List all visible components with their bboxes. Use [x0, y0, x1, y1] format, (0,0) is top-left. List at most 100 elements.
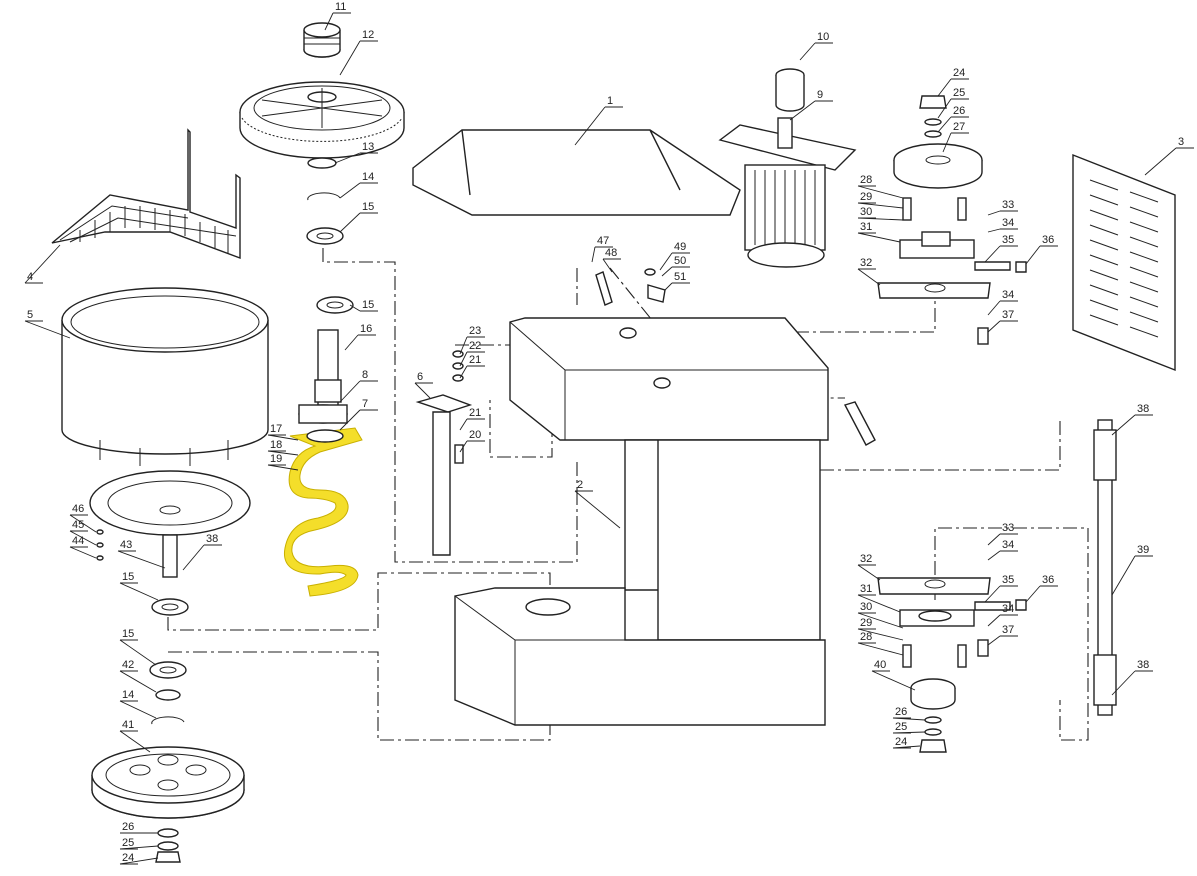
part-number-label: 49 — [674, 241, 686, 253]
leader-line — [984, 585, 1018, 603]
part-number-label: 32 — [860, 553, 872, 565]
part-number-label: 32 — [860, 257, 872, 269]
leader-line — [459, 418, 485, 431]
part-number-label: 39 — [1137, 544, 1149, 556]
part-number-label: 23 — [469, 325, 481, 337]
part-number-label: 15 — [122, 628, 134, 640]
small-fittings-part — [595, 268, 876, 446]
part-number-label: 36 — [1042, 574, 1054, 586]
leader-line — [69, 514, 97, 533]
part-number-label: 13 — [362, 141, 374, 153]
leader-line — [857, 202, 904, 209]
long-shaft-part — [1093, 419, 1117, 716]
part-number-label: 15 — [122, 571, 134, 583]
leader-line — [857, 628, 904, 641]
part-number-label: 3 — [1178, 136, 1184, 148]
part-number-label: 8 — [362, 369, 368, 381]
part-number-label: 47 — [597, 235, 609, 247]
leader-line — [69, 530, 97, 546]
part-number-label: 12 — [362, 29, 374, 41]
part-number-label: 15 — [362, 201, 374, 213]
machine-frame-part — [454, 317, 829, 726]
small-pulley-part — [303, 22, 341, 58]
leader-line — [937, 78, 969, 97]
part-number-label: 26 — [953, 105, 965, 117]
part-number-label: 24 — [122, 852, 134, 864]
part-number-label: 25 — [122, 837, 134, 849]
part-number-label: 9 — [817, 89, 823, 101]
leader-line — [1025, 245, 1058, 265]
leader-line — [182, 544, 222, 571]
part-number-label: 45 — [72, 519, 84, 531]
part-number-label: 2 — [577, 479, 583, 491]
circlip-part — [307, 192, 341, 201]
leader-line — [349, 304, 378, 312]
lower-bearing-stack-part — [149, 661, 187, 863]
leader-line — [987, 550, 1018, 561]
leader-line — [987, 300, 1018, 316]
part-number-label: 21 — [469, 354, 481, 366]
leader-line — [659, 252, 690, 271]
leader-line — [459, 365, 485, 379]
part-number-label: 14 — [122, 689, 134, 701]
leader-line — [602, 258, 621, 273]
part-number-label: 14 — [362, 171, 374, 183]
part-number-label: 33 — [1002, 522, 1014, 534]
spiral-dough-hook-part[interactable] — [283, 427, 363, 597]
part-number-label: 11 — [335, 1, 346, 13]
leader-line — [664, 282, 690, 291]
part-number-label: 25 — [895, 721, 907, 733]
part-number-label: 34 — [1002, 539, 1014, 551]
leader-line — [591, 246, 613, 263]
leader-line — [857, 564, 881, 581]
leader-line — [117, 550, 166, 569]
part-number-label: 44 — [72, 535, 84, 547]
part-number-label: 15 — [362, 299, 374, 311]
leader-line — [334, 152, 378, 164]
leader-line — [119, 857, 159, 865]
part-number-label: 30 — [860, 601, 872, 613]
lower-tension-pulley-part — [877, 577, 1027, 753]
bracket-part — [415, 350, 473, 556]
leader-line — [871, 670, 916, 691]
part-number-label: 17 — [270, 423, 282, 435]
upper-tension-pulley-part — [877, 95, 1027, 345]
leader-line — [119, 639, 157, 666]
part-number-label: 31 — [860, 221, 872, 233]
leader-line — [857, 612, 904, 629]
leader-line — [119, 582, 159, 601]
part-number-label: 25 — [953, 87, 965, 99]
part-number-label: 40 — [874, 659, 886, 671]
leader-line — [857, 217, 904, 221]
bowl-guard-part — [51, 128, 241, 260]
leader-line — [789, 100, 833, 121]
leader-line — [339, 40, 378, 76]
leader-line — [1111, 670, 1153, 696]
leader-line — [24, 244, 61, 284]
part-number-label: 35 — [1002, 234, 1014, 246]
leader-line — [459, 336, 485, 355]
leader-line — [987, 635, 1018, 646]
part-number-label: 33 — [1002, 199, 1014, 211]
leader-line — [857, 268, 881, 286]
part-number-label: 18 — [270, 439, 282, 451]
leader-line — [119, 700, 157, 719]
part-number-label: 6 — [417, 371, 423, 383]
leader-line — [661, 266, 690, 277]
leader-line — [267, 434, 299, 441]
top-cover-part — [412, 129, 741, 216]
part-number-label: 21 — [469, 407, 481, 419]
gear-wheel-part — [239, 81, 405, 159]
leader-line — [459, 351, 485, 367]
part-number-label: 31 — [860, 583, 872, 595]
part-number-label: 5 — [27, 309, 33, 321]
part-number-label: 26 — [122, 821, 134, 833]
part-number-label: 34 — [1002, 289, 1014, 301]
leader-line — [339, 182, 378, 199]
leader-line — [69, 546, 97, 559]
part-number-label: 22 — [469, 340, 481, 352]
leader-line — [984, 245, 1018, 263]
leader-line — [987, 614, 1018, 627]
leader-line — [892, 745, 921, 749]
part-number-label: 34 — [1002, 603, 1014, 615]
